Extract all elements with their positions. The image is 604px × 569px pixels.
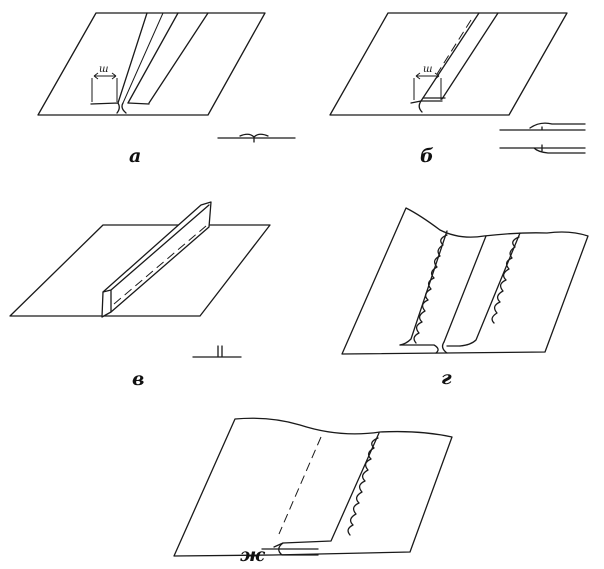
panel-g-overlock-left [413, 234, 448, 344]
panel-v-stitch-line [113, 225, 207, 305]
panel-b-dimension [413, 72, 442, 100]
panel-zh: ж [173, 417, 453, 566]
panel-zh-overlock [347, 437, 379, 536]
panel-zh-fabric [173, 417, 453, 557]
panel-zh-fold-mark [261, 542, 319, 556]
panel-b-section-symbol-2 [499, 144, 586, 154]
panel-b: ш б [329, 12, 586, 167]
panel-g-fold-mark [399, 341, 461, 354]
panel-a-dimension [91, 72, 118, 102]
panel-a-allowance-left [117, 12, 179, 104]
panel-zh-allowance [273, 432, 380, 548]
panel-a-fabric [37, 12, 266, 116]
panel-b-section-symbol-1 [499, 122, 586, 131]
panel-g-fabric [341, 207, 589, 355]
panel-a-allowance-right [148, 12, 209, 104]
panel-a-label: а [129, 145, 141, 167]
panel-v: в [9, 201, 271, 390]
panel-b-stitch-line [436, 19, 472, 75]
panel-a-section-symbol [217, 133, 296, 143]
panel-v-ridge-edge [102, 204, 210, 313]
panel-b-fabric [329, 12, 568, 116]
panel-b-label: б [420, 145, 434, 167]
panel-g-overlock-right [491, 236, 520, 324]
panel-zh-stitch-line [278, 436, 322, 535]
panel-b-allowance [420, 12, 499, 102]
panel-v-section-symbol [192, 345, 242, 358]
panel-g-allowance-right [459, 232, 521, 347]
panel-a: ш а [37, 12, 296, 167]
panel-g: г [341, 207, 589, 389]
panel-g-label: г [441, 367, 452, 389]
panel-zh-label: ж [240, 544, 266, 566]
panel-a-fold-mark [90, 102, 150, 114]
panel-a-center-line [122, 12, 164, 104]
panel-b-dimension-label: ш [423, 64, 432, 75]
panel-v-label: в [132, 368, 144, 390]
panel-a-dimension-label: ш [99, 64, 108, 75]
